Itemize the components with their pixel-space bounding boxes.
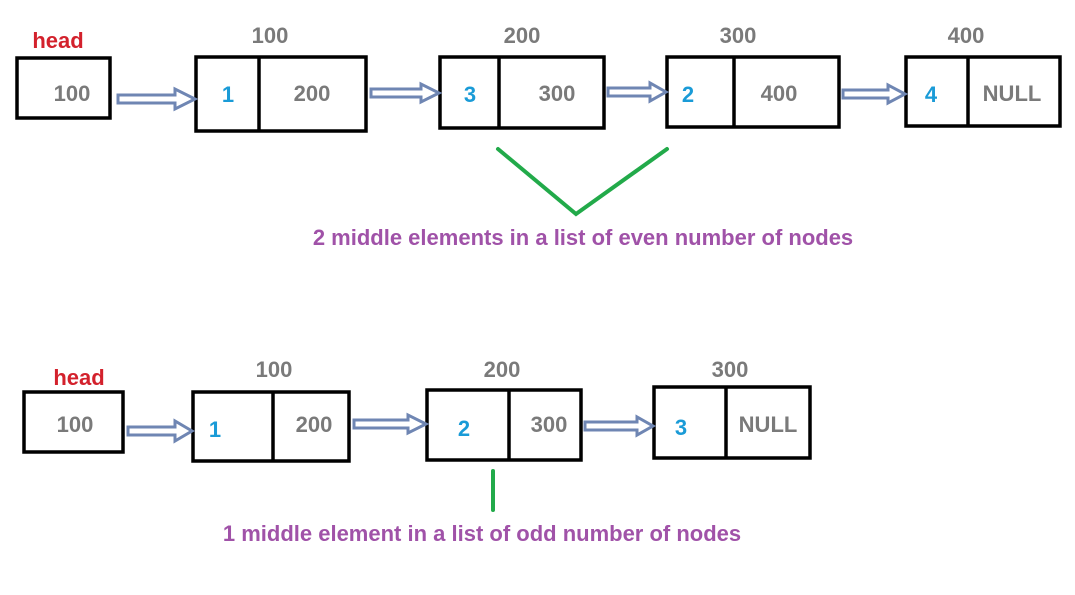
node-value: 1: [222, 82, 234, 107]
next-arrow-icon: [369, 81, 443, 105]
bottom-list: head 100 100 1 200 200 2 300 300 3 NULL: [22, 357, 812, 546]
next-arrow-icon: [126, 418, 195, 444]
node-box: [904, 55, 1062, 128]
middle-elements-marker: [496, 147, 669, 217]
next-arrow-icon: [116, 86, 199, 112]
node-2: 200 3 300: [438, 23, 606, 130]
node-1: 100 1 200: [194, 23, 368, 133]
head-label: head: [53, 365, 104, 390]
node-address: 300: [720, 23, 757, 48]
node-4: 400 4 NULL: [904, 23, 1062, 128]
node-next-pointer: NULL: [983, 81, 1042, 106]
node-value: 1: [209, 417, 221, 442]
next-arrow-icon: [606, 80, 670, 104]
node-next-pointer: NULL: [739, 412, 798, 437]
head-pointer-value: 100: [57, 412, 94, 437]
node-next-pointer: 300: [539, 81, 576, 106]
node-address: 300: [712, 357, 749, 382]
even-list-caption: 2 middle elements in a list of even numb…: [313, 225, 853, 250]
node-address: 100: [256, 357, 293, 382]
node-next-pointer: 300: [531, 412, 568, 437]
odd-list-caption: 1 middle element in a list of odd number…: [223, 521, 741, 546]
head-label: head: [32, 28, 83, 53]
next-arrow-icon: [352, 412, 430, 436]
head-pointer-value: 100: [54, 81, 91, 106]
next-arrow-icon: [841, 82, 909, 106]
node-box: [652, 385, 812, 460]
node-value: 4: [925, 82, 938, 107]
head-pointer-box: [22, 390, 125, 454]
node-value: 3: [464, 82, 476, 107]
node-address: 400: [948, 23, 985, 48]
node-next-pointer: 400: [761, 81, 798, 106]
node-box: [191, 390, 351, 463]
node-value: 2: [458, 416, 470, 441]
top-list: head 100 100 1 200 200 3 300 300 2 400: [15, 23, 1062, 250]
node-3: 300 3 NULL: [652, 357, 812, 460]
node-address: 200: [484, 357, 521, 382]
node-box: [425, 388, 583, 462]
node-value: 2: [682, 82, 694, 107]
node-value: 3: [675, 415, 687, 440]
node-address: 200: [504, 23, 541, 48]
node-1: 100 1 200: [191, 357, 351, 463]
head-pointer-box: [15, 56, 112, 120]
next-arrow-icon: [583, 414, 657, 438]
node-next-pointer: 200: [296, 412, 333, 437]
node-box: [194, 55, 368, 133]
node-2: 200 2 300: [425, 357, 583, 462]
node-3: 300 2 400: [665, 23, 841, 129]
node-next-pointer: 200: [294, 81, 331, 106]
node-address: 100: [252, 23, 289, 48]
